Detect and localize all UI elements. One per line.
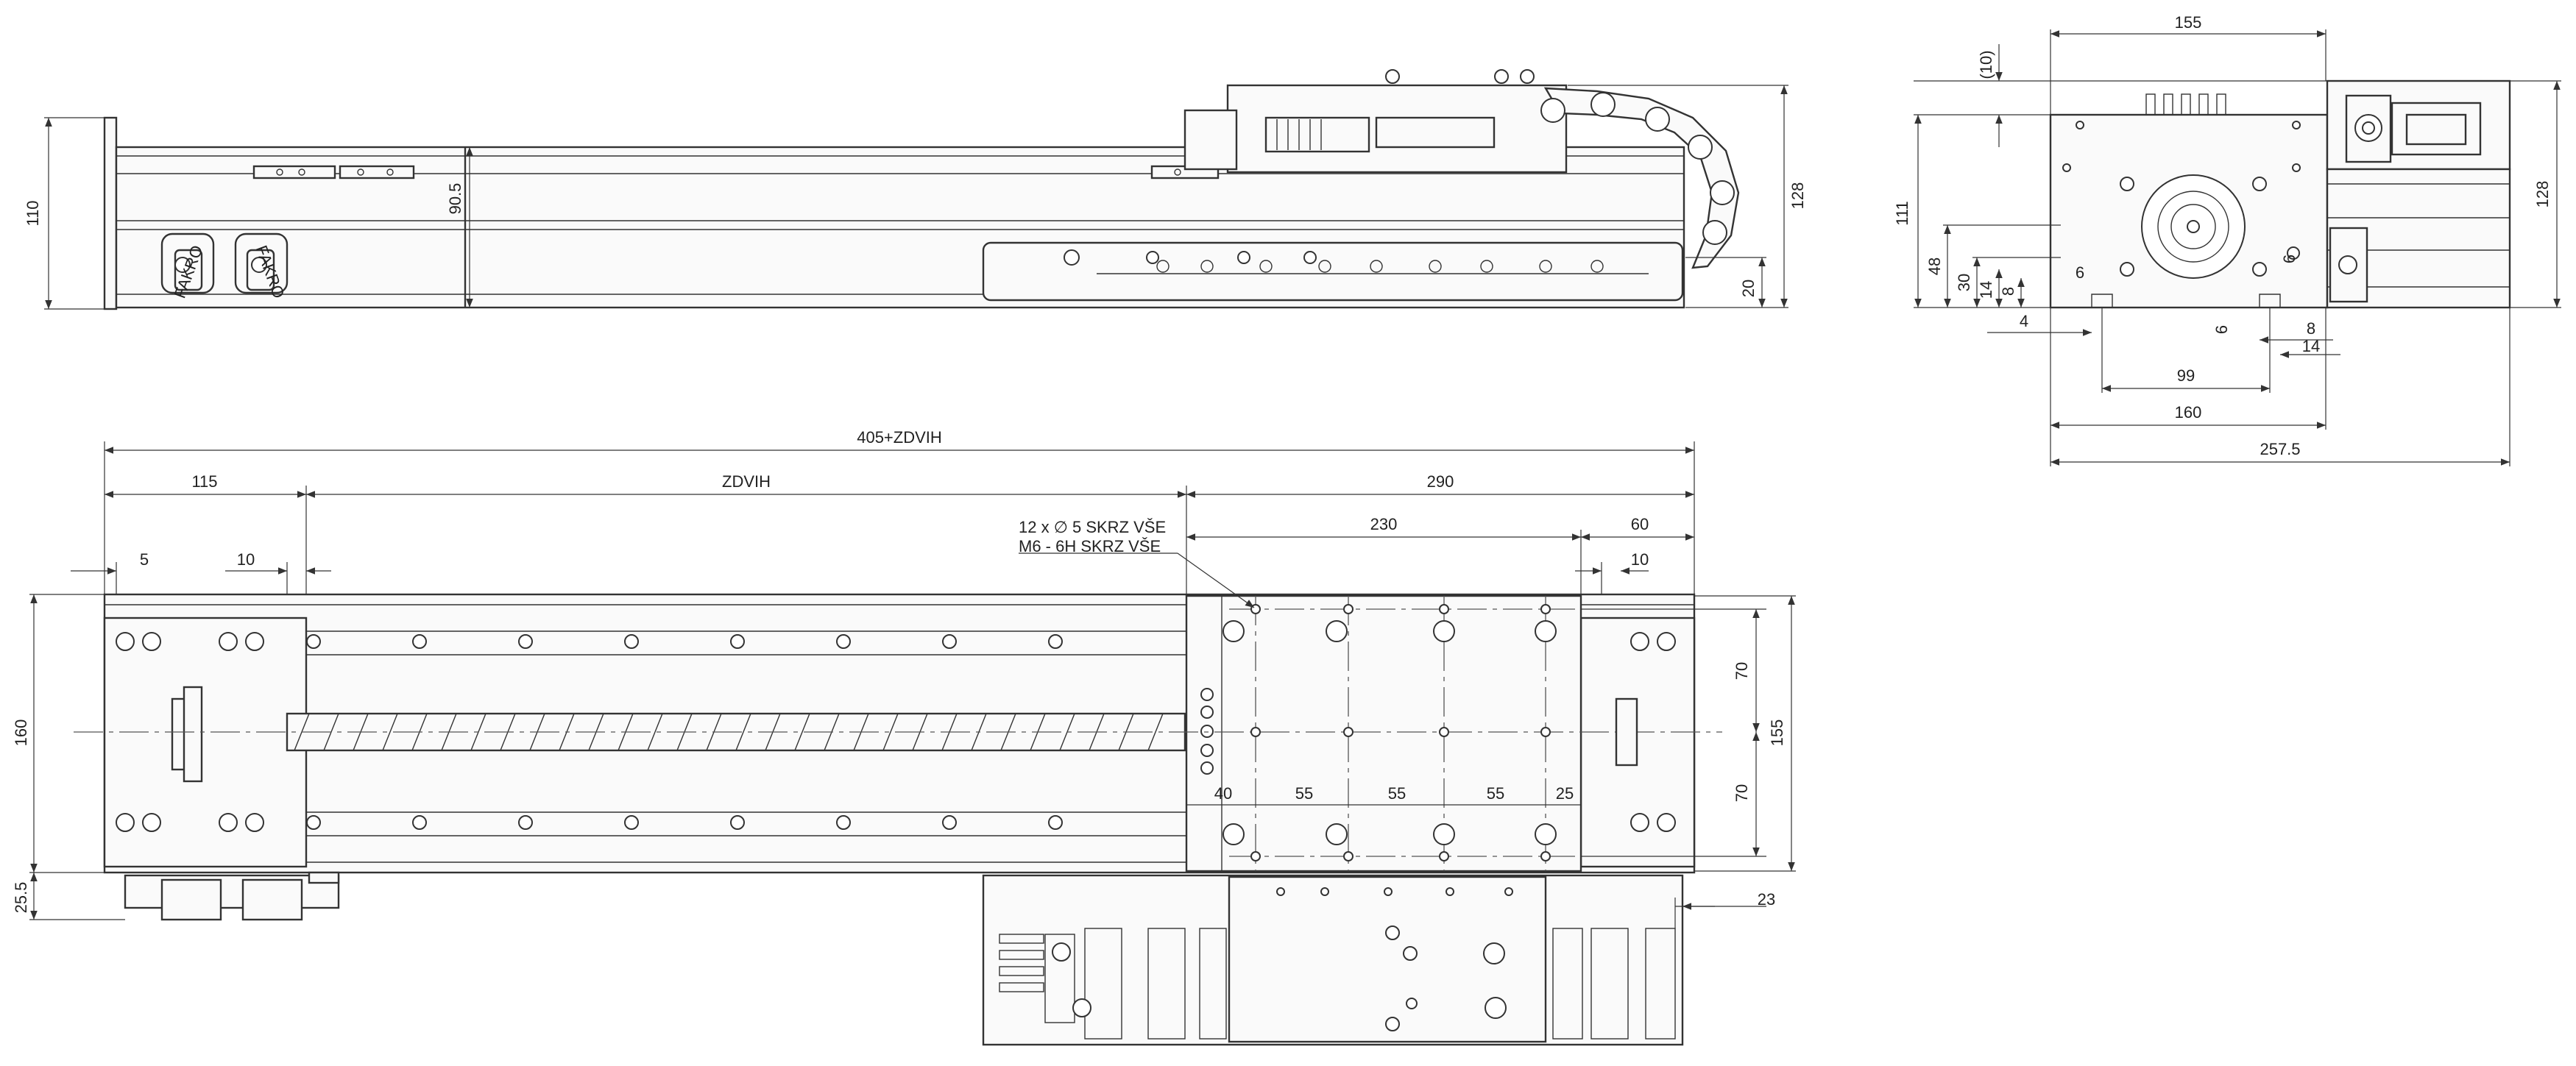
dim-end-160: 160 <box>2175 403 2202 422</box>
dim-top-55a: 55 <box>1295 784 1313 803</box>
dim-top-160: 160 <box>12 719 30 747</box>
dim-top-25-5: 25.5 <box>12 882 30 914</box>
motor-coupling-right: FAKRO <box>234 232 289 301</box>
dim-top-55c: 55 <box>1487 784 1504 803</box>
dim-side-20: 20 <box>1739 280 1758 297</box>
dim-end-155: 155 <box>2175 13 2202 32</box>
dim-end-14b: 14 <box>2302 337 2320 355</box>
dim-top-230: 230 <box>1370 515 1398 533</box>
note-holes-line2: M6 - 6H SKRZ VŠE <box>1019 537 1161 555</box>
dim-top-55b: 55 <box>1388 784 1406 803</box>
dim-top-70b: 70 <box>1733 784 1751 802</box>
dim-side-110: 110 <box>24 200 42 226</box>
dim-top-60: 60 <box>1631 515 1649 533</box>
dim-end-111: 111 <box>1893 201 1911 225</box>
dim-total-length: 405+ZDVIH <box>857 428 942 447</box>
dim-end-128: 128 <box>2533 181 2552 208</box>
cable-chain-side <box>1540 87 1740 269</box>
dim-top-290: 290 <box>1427 472 1454 491</box>
dim-top-25: 25 <box>1556 784 1574 803</box>
dim-end-48: 48 <box>1925 257 1944 275</box>
motor-coupling-left: FAKRO <box>160 232 215 301</box>
dim-top-155: 155 <box>1768 719 1786 747</box>
top-view: 405+ZDVIH 115 ZDVIH 290 230 60 5 10 10 1… <box>12 428 1796 1046</box>
note-holes-line1: 12 x ∅ 5 SKRZ VŠE <box>1019 518 1166 536</box>
dim-top-10a: 10 <box>237 550 255 569</box>
dim-top-zdvih: ZDVIH <box>722 472 771 491</box>
dim-end-6b: 6 <box>2280 255 2299 263</box>
dim-end-10: (10) <box>1977 50 1995 79</box>
dim-top-115: 115 <box>191 472 217 491</box>
dim-end-14: 14 <box>1977 281 1995 299</box>
dim-top-40: 40 <box>1214 784 1232 803</box>
dim-top-70a: 70 <box>1733 662 1751 680</box>
dim-end-6c: 6 <box>2212 325 2231 334</box>
dim-end-8b: 8 <box>2307 319 2315 338</box>
dim-end-4: 4 <box>2020 312 2028 330</box>
dim-end-257-5: 257.5 <box>2260 440 2300 458</box>
dim-end-30: 30 <box>1955 274 1973 291</box>
end-view: 155 (10) 111 128 48 30 14 8 6 6 6 4 8 14… <box>1893 13 2561 466</box>
dim-top-5: 5 <box>140 550 149 569</box>
side-view: FAKRO FAKRO 110 90.5 128 20 <box>24 69 1807 310</box>
dim-top-23: 23 <box>1758 890 1775 909</box>
dim-end-99: 99 <box>2177 366 2195 385</box>
dim-end-8: 8 <box>1999 287 2017 296</box>
dim-side-128: 128 <box>1788 182 1807 210</box>
dim-top-10b: 10 <box>1631 550 1649 569</box>
dim-end-6a: 6 <box>2076 263 2084 282</box>
cable-chain-top <box>982 874 1684 1046</box>
dim-side-90-5: 90.5 <box>446 183 464 215</box>
